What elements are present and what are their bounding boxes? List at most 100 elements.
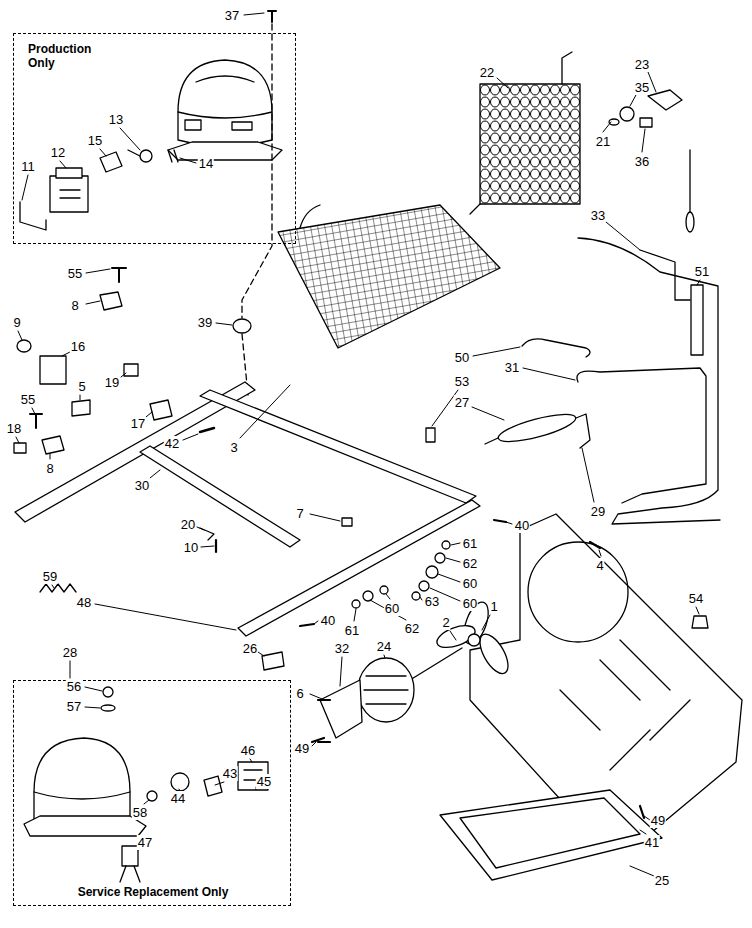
drawn-part (121, 373, 126, 377)
callout-number: 63 (424, 594, 440, 609)
callout-number: 37 (224, 8, 240, 23)
drawn-part (101, 705, 115, 711)
callout-holder: 48 (76, 593, 92, 611)
callout-holder: 3 (229, 438, 238, 456)
drawn-part (435, 553, 445, 563)
callout-holder: 11 (20, 157, 36, 175)
drawn-part (124, 364, 138, 376)
drawn-part (691, 285, 703, 355)
callout-number: 50 (454, 350, 470, 365)
drawn-part (40, 584, 76, 592)
callout-holder: 55 (20, 390, 36, 408)
drawn-part (168, 142, 282, 160)
drawn-part (468, 634, 480, 646)
callout-number: 10 (183, 540, 199, 555)
drawn-part (496, 409, 578, 447)
callout-holder: 6 (295, 684, 304, 702)
drawn-part (380, 586, 388, 594)
callout-number: 17 (130, 416, 146, 431)
drawn-part (460, 798, 640, 868)
drawn-part (16, 437, 19, 443)
callout-holder: 53 (454, 372, 470, 390)
callout-number: 23 (634, 57, 650, 72)
drawn-part (85, 707, 100, 708)
callout-holder: 36 (634, 152, 650, 170)
callout-holder: 62 (462, 554, 478, 572)
callout-number: 60 (462, 596, 478, 611)
drawn-part (697, 280, 700, 285)
drawn-part (386, 594, 390, 599)
drawn-part (70, 661, 71, 678)
drawn-part (120, 128, 140, 150)
callout-holder: 60 (384, 599, 400, 617)
callout-holder: 63 (424, 592, 440, 610)
drawn-part (689, 150, 690, 212)
callout-holder: 4 (595, 556, 604, 574)
callout-number: 40 (320, 613, 336, 628)
drawn-part (640, 118, 652, 127)
callout-number: 42 (164, 436, 180, 451)
callout-number: 57 (66, 699, 82, 714)
drawn-part (32, 408, 35, 414)
callout-number: 36 (634, 154, 650, 169)
drawn-part (85, 687, 102, 691)
drawn-part (630, 866, 654, 876)
drawn-part (314, 621, 318, 624)
drawn-part (216, 323, 232, 325)
callout-number: 5 (77, 379, 86, 394)
dashed-group-box: Production Only (13, 33, 296, 244)
drawn-part (100, 152, 122, 172)
drawn-part (200, 390, 476, 503)
drawn-part (56, 168, 82, 178)
callout-holder: 17 (130, 414, 146, 432)
drawn-part (450, 631, 456, 640)
callout-holder: 32 (334, 639, 350, 657)
drawn-part (528, 542, 628, 642)
drawn-part (178, 60, 272, 146)
drawn-part (50, 176, 88, 212)
drawn-part (95, 604, 236, 630)
drawn-part (240, 385, 290, 438)
callout-number: 7 (295, 506, 304, 521)
drawn-part (578, 238, 720, 524)
drawn-part (60, 190, 80, 198)
callout-number: 41 (644, 835, 660, 850)
drawn-part (86, 269, 110, 273)
drawn-part (22, 175, 28, 200)
drawn-part (180, 158, 196, 163)
drawn-part (146, 412, 152, 417)
callout-holder: 26 (242, 639, 258, 657)
callout-holder: 47 (137, 833, 153, 851)
callout-holder: 30 (134, 476, 150, 494)
drawn-part (419, 581, 429, 591)
drawn-part (122, 846, 138, 866)
callout-number: 25 (654, 873, 670, 888)
drawn-part (140, 446, 300, 547)
callout-number: 13 (108, 112, 124, 127)
callout-holder: 61 (462, 534, 478, 552)
drawn-part (40, 356, 66, 384)
callout-holder: 10 (183, 538, 199, 556)
callout-holder: 14 (198, 154, 214, 172)
drawn-part (606, 222, 640, 250)
callout-holder: 62 (404, 619, 420, 637)
callout-holder: 42 (164, 434, 180, 452)
callout-holder: 8 (45, 459, 54, 477)
callout-number: 35 (634, 80, 650, 95)
callout-holder: 28 (62, 643, 78, 661)
drawn-part (590, 542, 600, 548)
leader-lines (16, 13, 700, 876)
drawn-part (320, 680, 362, 738)
drawn-part (258, 652, 264, 656)
drawn-part (250, 759, 252, 762)
text-holder: Service Replacement Only (73, 885, 233, 899)
drawn-part (215, 540, 217, 552)
callout-holder: 56 (66, 677, 82, 695)
callout-holder: 27 (454, 393, 470, 411)
callout-holder: 39 (197, 313, 213, 331)
callout-number: 53 (454, 374, 470, 389)
drawn-part (352, 600, 360, 608)
callout-number: 45 (256, 774, 272, 789)
